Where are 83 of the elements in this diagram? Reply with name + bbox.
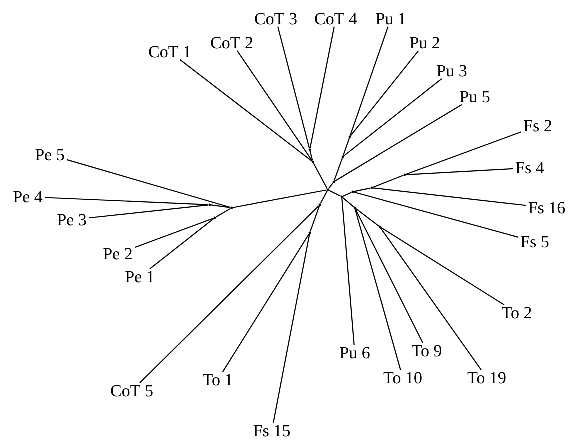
- leaf-label: Pu 3: [437, 65, 467, 77]
- leaf-label: Fs 16: [528, 202, 566, 214]
- tree-branch: [313, 162, 328, 190]
- tree-branch: [211, 204, 231, 208]
- leaf-label: To 1: [203, 374, 232, 386]
- leaf-label: CoT 3: [255, 13, 297, 25]
- tree-branch: [310, 206, 320, 232]
- tree-branch: [328, 182, 334, 190]
- tree-branch: [329, 190, 341, 197]
- tree-branch: [356, 208, 380, 227]
- tree-branch: [355, 209, 424, 344]
- leaf-label: Pe 5: [36, 149, 64, 161]
- branch-point: [312, 160, 314, 164]
- branch-point: [378, 226, 382, 228]
- tree-branch: [354, 192, 519, 238]
- tree-branch: [344, 78, 442, 157]
- leaf-label: To 9: [412, 345, 442, 357]
- leaf-label: Pu 1: [376, 13, 406, 25]
- tree-branch: [342, 198, 355, 346]
- leaf-label: CoT 1: [149, 46, 190, 58]
- tree-branch: [233, 190, 327, 208]
- tree-branch: [343, 192, 352, 197]
- branch-point: [326, 188, 330, 192]
- tree-branch: [350, 50, 420, 136]
- branch-point: [318, 204, 322, 206]
- tree-branch: [350, 26, 389, 136]
- leaf-label: Pe 1: [126, 271, 154, 283]
- branch-point: [354, 206, 356, 210]
- leaf-label: Fs 5: [521, 236, 549, 248]
- branch-point: [308, 148, 312, 152]
- leaf-label: Fs 4: [516, 162, 544, 174]
- tree-branch: [373, 175, 404, 188]
- tree-branch: [236, 50, 313, 162]
- branch-point: [352, 190, 354, 194]
- tree-branch: [342, 138, 350, 156]
- leaf-label: Pu 2: [410, 37, 440, 49]
- branch-point: [340, 196, 344, 198]
- tree-branch: [373, 188, 526, 206]
- leaf-label: Pe 2: [104, 248, 132, 260]
- tree-branch: [320, 190, 328, 204]
- branch-point: [404, 174, 406, 176]
- tree-branch: [89, 204, 209, 219]
- leaf-label: Pe 3: [58, 214, 86, 226]
- tree-branch: [222, 234, 310, 372]
- leaf-label: Pu 6: [340, 347, 370, 359]
- tree-branch: [278, 26, 310, 149]
- leaf-label: Fs 2: [524, 120, 552, 132]
- leaf-label: To 19: [468, 372, 506, 384]
- leaf-label: To 2: [502, 307, 532, 319]
- tree-branch: [45, 197, 209, 206]
- tree-branch: [334, 104, 462, 182]
- branch-point: [342, 156, 344, 158]
- tree-branch: [140, 206, 320, 384]
- leaf-label: Pu 5: [460, 91, 490, 103]
- tree-branch: [406, 168, 514, 176]
- leaf-label: CoT 5: [111, 385, 153, 397]
- leaf-label: CoT 4: [315, 13, 358, 25]
- branch-point: [370, 186, 374, 190]
- leaf-label: CoT 2: [211, 37, 253, 49]
- tree-branch: [310, 151, 314, 161]
- tree-branch: [216, 208, 232, 218]
- branch-point: [332, 180, 336, 184]
- tree-branch: [380, 227, 505, 306]
- tree-branch: [134, 218, 214, 248]
- tree-branch: [180, 59, 312, 162]
- branch-point: [308, 232, 312, 234]
- branch-point: [230, 206, 234, 210]
- tree-branch: [380, 228, 482, 370]
- tree-branch: [406, 132, 522, 176]
- tree-branch: [342, 197, 354, 208]
- tree-branch: [272, 234, 310, 424]
- tree-branch: [334, 158, 344, 181]
- leaf-label: Fs 15: [254, 425, 290, 437]
- branch-point: [348, 136, 352, 138]
- tree-branch: [310, 26, 335, 149]
- branch-point: [214, 216, 216, 220]
- tree-branch: [354, 188, 371, 192]
- tree-branch: [66, 159, 231, 208]
- tree-branch: [150, 218, 214, 270]
- leaf-label: Pe 4: [14, 191, 43, 203]
- tree-branch: [354, 209, 402, 370]
- leaf-label: To 10: [384, 372, 422, 384]
- branch-point: [208, 204, 212, 206]
